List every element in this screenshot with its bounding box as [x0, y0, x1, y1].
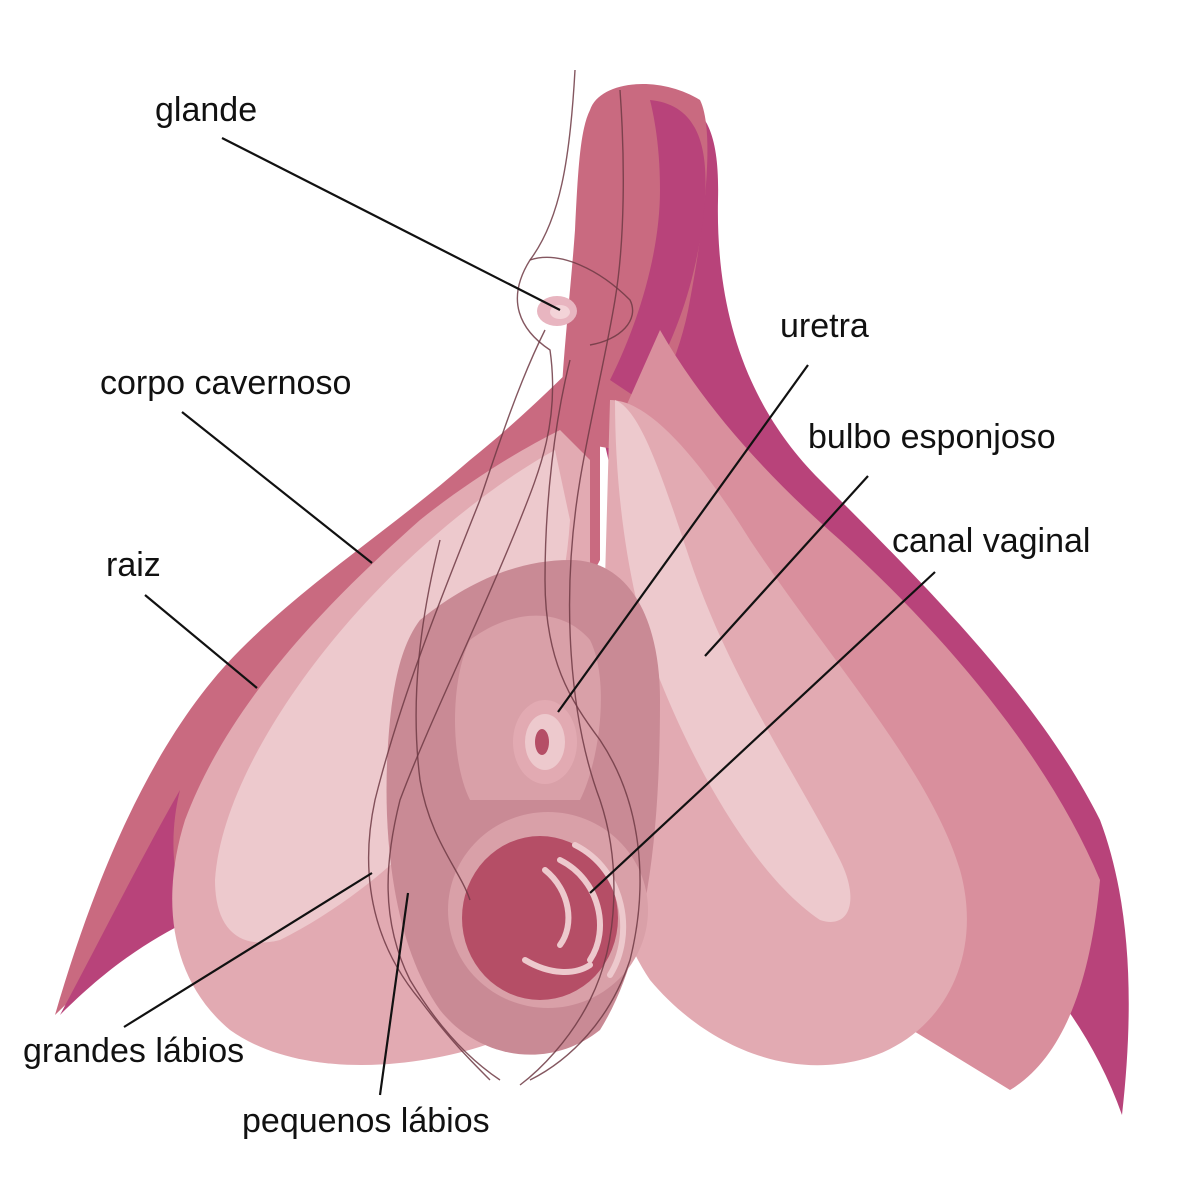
leader-glande [221, 137, 561, 311]
left-bulb-highlight [215, 450, 570, 943]
label-uretra: uretra [780, 307, 869, 345]
anatomy-illustration [55, 69, 1129, 1115]
labia-line-6 [415, 539, 471, 901]
leader-corpo-cavernoso [181, 411, 373, 564]
labia-line-2 [367, 329, 546, 1081]
label-pequenos-labios: pequenos lábios [242, 1102, 490, 1140]
right-bulb-highlight [615, 400, 851, 922]
labia-line-5 [529, 256, 634, 346]
leader-uretra [557, 364, 809, 713]
labia-line-4 [529, 359, 641, 1081]
leader-raiz [144, 594, 258, 689]
labels: glande corpo cavernoso raiz uretra bulbo… [23, 91, 1090, 1140]
urethra-opening [535, 729, 549, 755]
label-glande: glande [155, 91, 257, 129]
left-crus-dark-edge [60, 790, 190, 1015]
label-grandes-labios: grandes lábios [23, 1032, 244, 1070]
clitoral-body-shade [610, 100, 706, 400]
vaginal-canal-folds [522, 842, 627, 978]
leader-pequenos-labios [378, 892, 410, 1096]
leader-canal-vaginal [589, 571, 936, 894]
label-raiz: raiz [106, 546, 161, 584]
labia-line-3 [519, 89, 624, 1086]
label-corpo-cavernoso: corpo cavernoso [100, 364, 351, 402]
leader-grandes-labios [123, 872, 373, 1028]
label-bulbo-esponjoso: bulbo esponjoso [808, 418, 1056, 456]
leader-bulbo-esponjoso [704, 475, 869, 657]
leader-lines [123, 137, 936, 1096]
label-canal-vaginal: canal vaginal [892, 522, 1090, 560]
